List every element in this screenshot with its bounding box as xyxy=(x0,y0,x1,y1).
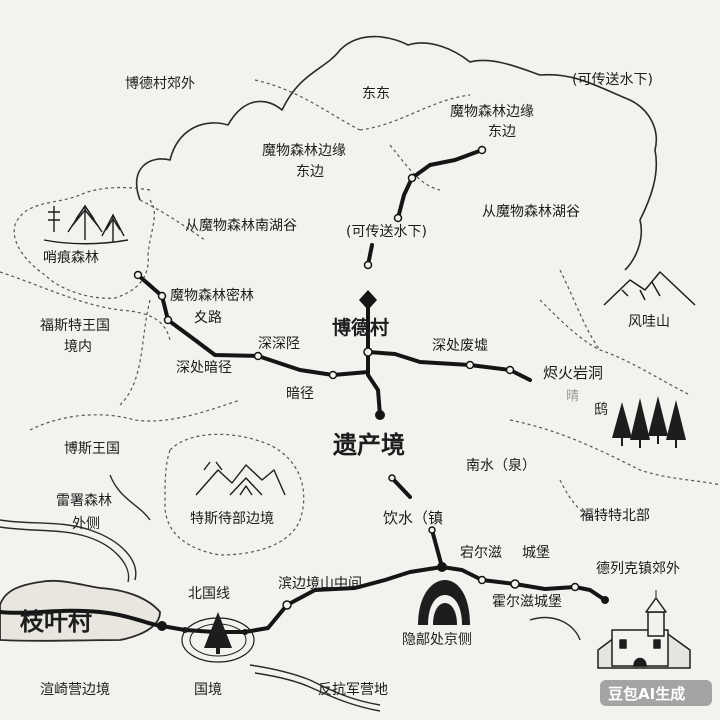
label-youer-castle-b: 城堡 xyxy=(522,545,550,561)
label-faint-a: 晴 xyxy=(566,389,579,404)
label-bode-outskirts: 博德村郊外 xyxy=(125,75,195,92)
pine-grove-icon xyxy=(612,396,686,448)
label-forest-edge-east2-a: 魔物森林边缘 xyxy=(262,143,346,159)
label-teleport-center: (可传送水下) xyxy=(346,224,427,240)
label-deep-cliff: 深深陉 xyxy=(258,336,300,352)
node-15 xyxy=(282,600,292,610)
node-10 xyxy=(407,173,417,183)
label-north-line: 北国线 xyxy=(188,586,230,602)
label-dense-forest-a: 魔物森林密林 xyxy=(170,287,254,304)
label-leishu-b: 外侧 xyxy=(72,516,100,532)
node-24 xyxy=(601,596,609,604)
node-11 xyxy=(477,145,487,155)
label-from-south-lake: 从魔物森林南湖谷 xyxy=(185,218,297,234)
label-fost-kingdom-b: 境内 xyxy=(64,339,92,355)
watermark: 豆包AI生成 xyxy=(600,680,712,706)
node-20 xyxy=(437,562,447,572)
node-12 xyxy=(393,213,403,223)
label-coast-mid: 滨边境山中间 xyxy=(278,576,362,592)
label-zhiye-village: 枝叶村 xyxy=(20,608,92,636)
label-forest-edge-east-a: 魔物森林边缘 xyxy=(450,104,534,120)
node-16 xyxy=(477,575,487,585)
label-fengya-mountain: 风哇山 xyxy=(628,314,670,330)
label-deep-ruins: 深处废墟 xyxy=(432,338,488,354)
tent-mountains-icon xyxy=(195,461,286,496)
label-faint-b: 鸱 xyxy=(594,401,608,418)
label-teleport-ne: (可传送水下) xyxy=(572,72,653,88)
label-border: 国境 xyxy=(194,682,222,698)
node-19 xyxy=(375,410,385,420)
pine-tree-icon xyxy=(181,612,255,663)
label-resist-camp: 反抗军营地 xyxy=(318,682,388,698)
label-nanshui: 南水（泉） xyxy=(466,457,536,474)
node-9 xyxy=(505,365,515,375)
label-delek-outskirts: 德列克镇郊外 xyxy=(596,560,680,577)
node-3 xyxy=(163,315,173,325)
label-yuanqi-camp: 渲崎营边境 xyxy=(40,682,110,698)
diamond-marker-icon xyxy=(359,290,377,310)
mountain-icon xyxy=(603,271,696,306)
pine-forest-icon xyxy=(43,204,129,245)
node-2 xyxy=(157,291,167,301)
node-21 xyxy=(157,621,167,631)
node-6 xyxy=(363,347,373,357)
filled-nodes xyxy=(157,410,609,635)
node-14 xyxy=(428,526,436,534)
label-youer-castle-a: 宕尔滋 xyxy=(460,545,502,561)
label-xiaohen-forest: 哨痕森林 xyxy=(43,250,99,266)
label-yinshui: 饮水（镇 xyxy=(383,509,443,527)
label-fort-north: 福特特北部 xyxy=(580,508,650,524)
label-bode-village: 博德村 xyxy=(332,316,389,339)
label-lake-valley-east: 从魔物森林湖谷 xyxy=(482,204,580,220)
label-leishu-a: 雷署森林 xyxy=(56,493,112,509)
label-huoer-castle: 霍尔滋城堡 xyxy=(492,594,562,610)
route-nodes xyxy=(133,145,580,610)
node-5 xyxy=(328,370,338,380)
node-1 xyxy=(133,270,143,280)
label-fost-kingdom-a: 福斯特王国 xyxy=(40,318,110,334)
cave-entrance-icon xyxy=(418,580,470,625)
label-forest-edge-east-b: 东边 xyxy=(488,124,516,140)
label-bos-kingdom: 博斯王国 xyxy=(64,440,120,457)
label-dense-forest-b: 夊路 xyxy=(194,310,222,326)
region-borders xyxy=(0,79,720,556)
label-hidden-side: 隐鄗处京侧 xyxy=(402,631,472,648)
label-relic-realm: 遗产境 xyxy=(332,431,405,459)
label-dongdong: 东东 xyxy=(362,86,390,102)
node-18 xyxy=(570,582,580,592)
rivers xyxy=(0,474,581,712)
watermark-text: 豆包AI生成 xyxy=(608,685,685,703)
node-7 xyxy=(363,260,373,270)
node-8 xyxy=(465,360,475,370)
node-13 xyxy=(388,474,396,482)
mountain-outline xyxy=(135,35,658,271)
label-dark-path: 暗径 xyxy=(286,386,314,402)
label-deep-dark-path: 深处暗径 xyxy=(176,360,232,376)
node-17 xyxy=(510,579,520,589)
label-forest-edge-east2-b: 东边 xyxy=(296,164,324,180)
label-tesi-border: 特斯待部边境 xyxy=(190,511,274,527)
castle-icon xyxy=(597,590,691,669)
label-bonfire-cave: 烬火岩洞 xyxy=(543,364,603,382)
node-4 xyxy=(253,351,263,361)
